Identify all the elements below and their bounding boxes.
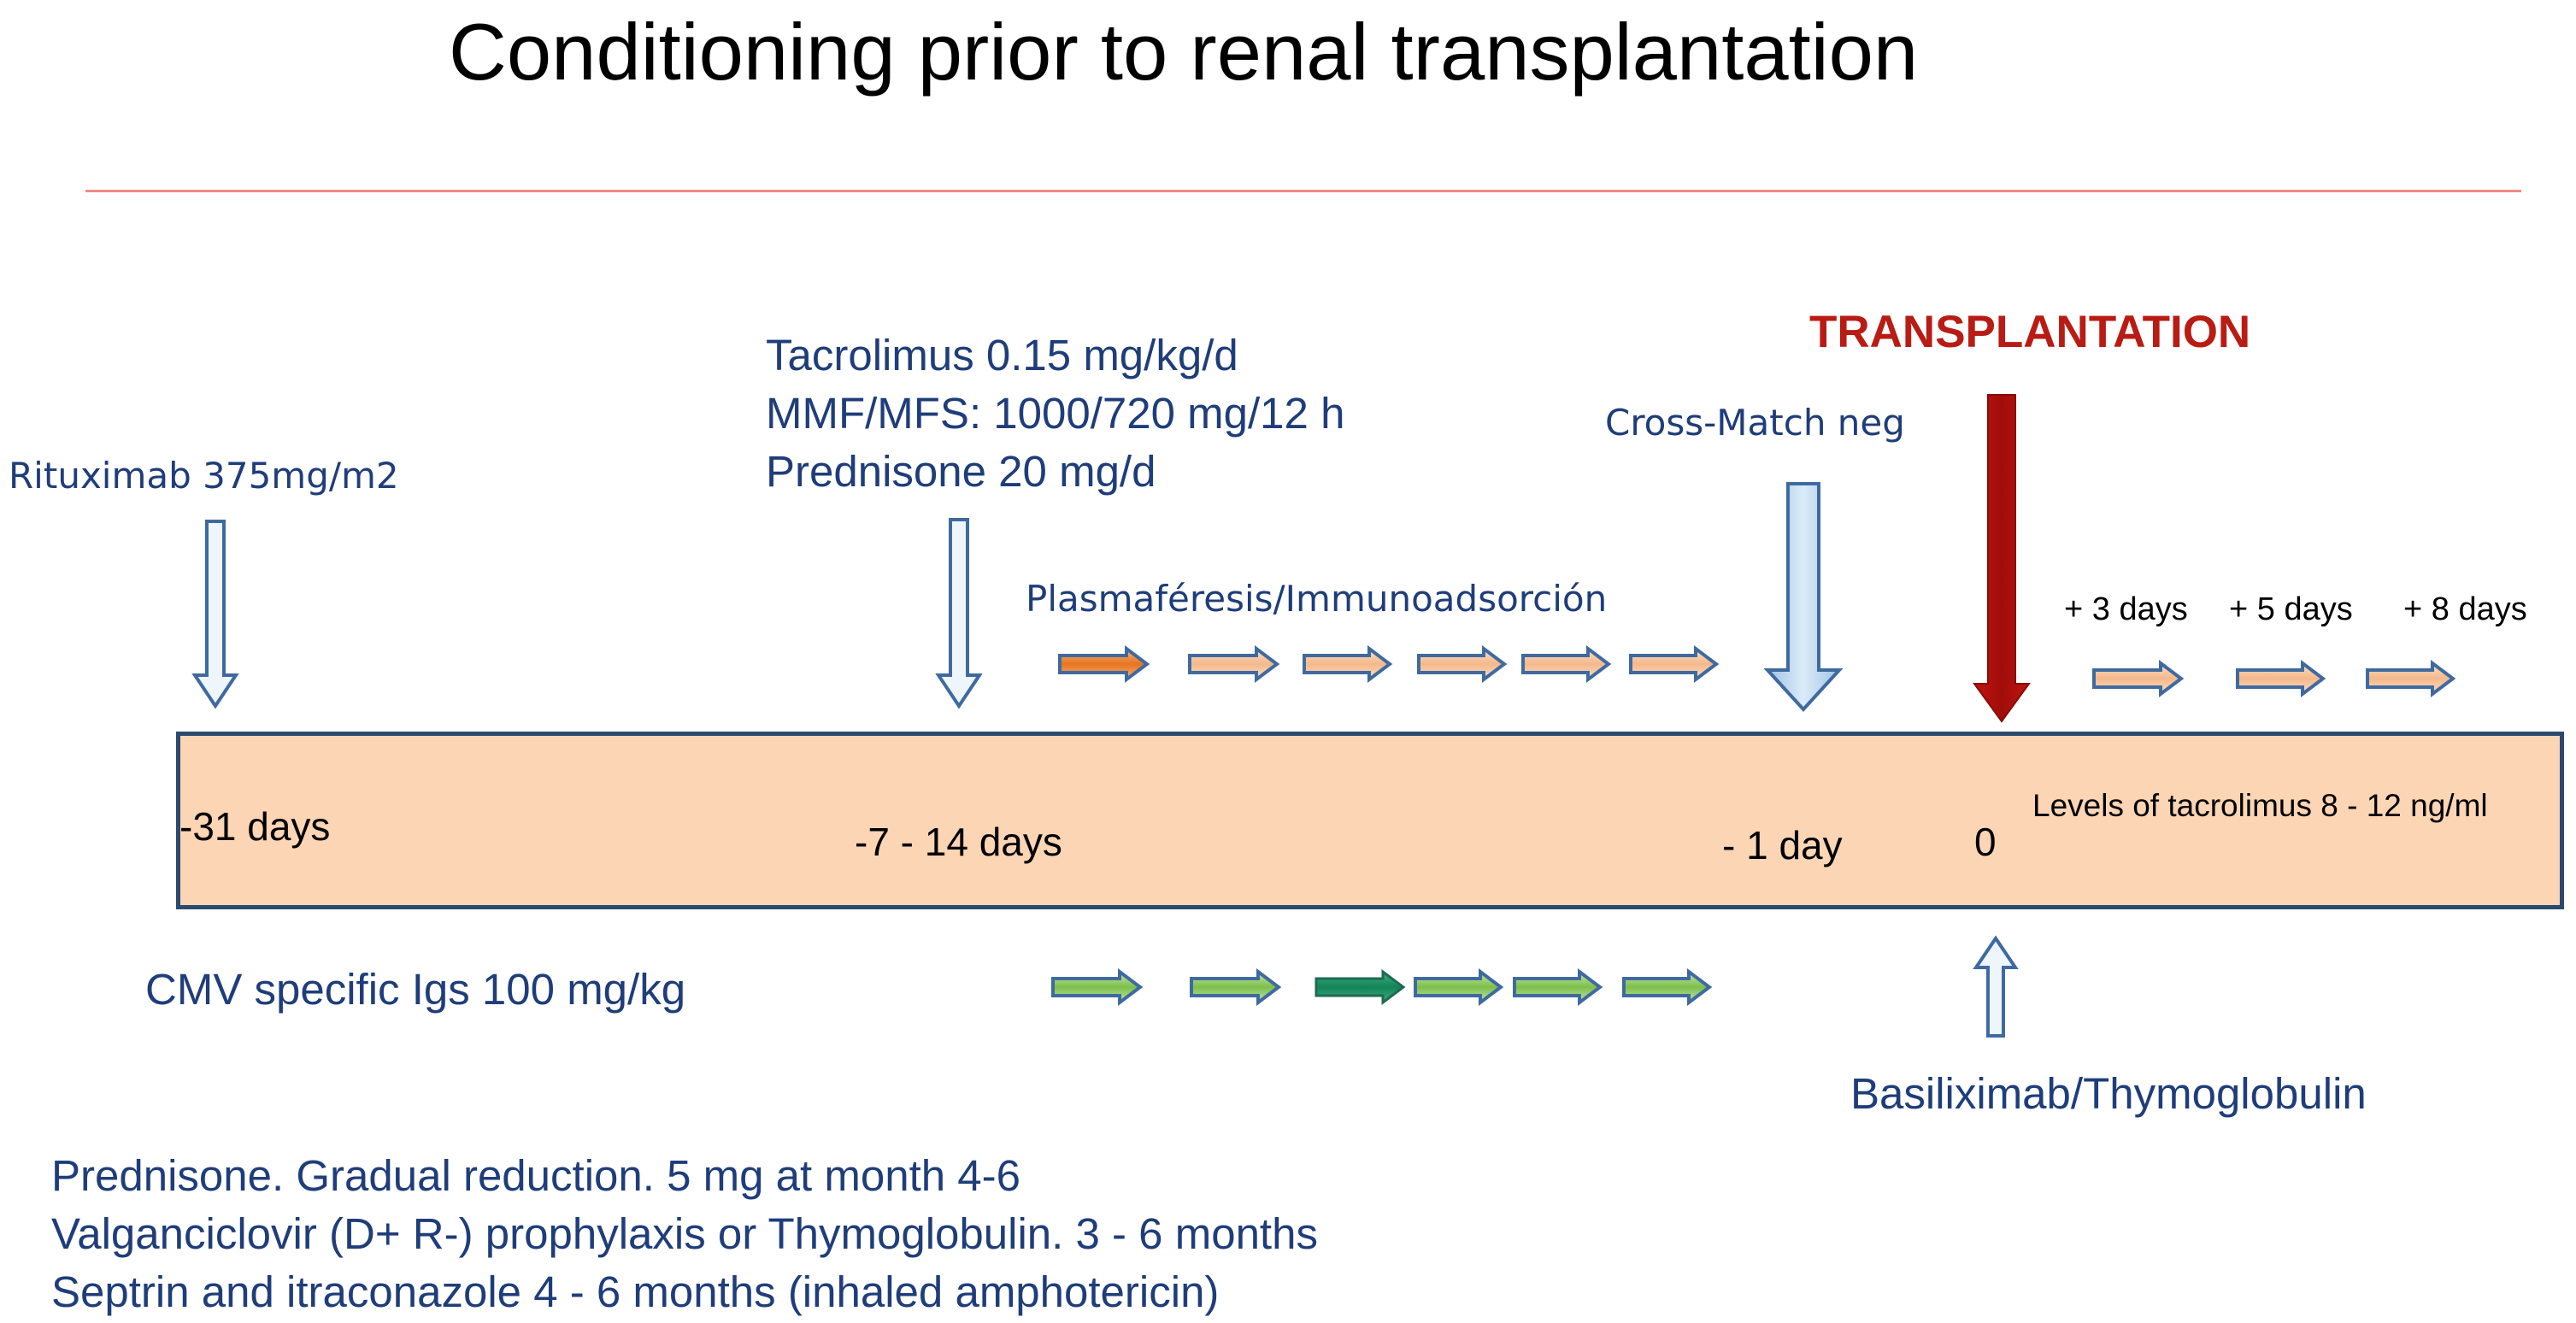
tacrolimus-down-arrow-icon	[935, 518, 983, 709]
transplantation-down-arrow-icon	[1973, 394, 2031, 723]
rituximab-label: Rituximab 375mg/m2	[9, 455, 399, 497]
page-title: Conditioning prior to renal transplantat…	[449, 7, 1919, 97]
basiliximab-up-arrow-icon	[1973, 935, 2019, 1038]
right-arrow-icon	[1521, 645, 1612, 683]
crossmatch-down-arrow-icon	[1763, 482, 1844, 712]
day-zero-label: 0	[1974, 820, 1997, 864]
right-arrow-icon	[1188, 645, 1280, 683]
right-arrow-icon	[1417, 645, 1508, 683]
mmf-line: MMF/MFS: 1000/720 mg/12 h	[766, 388, 1345, 438]
right-arrow-icon	[1622, 968, 1713, 1006]
post-day-5-label: + 5 days	[2229, 591, 2353, 627]
note-septrin: Septrin and itraconazole 4 - 6 months (i…	[51, 1267, 1220, 1316]
post-transplant-arrows	[2092, 660, 2456, 697]
notes-block: Prednisone. Gradual reduction. 5 mg at m…	[51, 1147, 1318, 1320]
timeline-bar	[176, 732, 2564, 909]
plasmapheresis-label: Plasmaféresis/Immunoadsorción	[1026, 578, 1608, 620]
crossmatch-label: Cross-Match neg	[1605, 402, 1905, 444]
transplantation-label: TRANSPLANTATION	[1809, 307, 2251, 357]
right-arrow-icon	[1629, 645, 1720, 683]
day-minus-7-14-label: -7 - 14 days	[855, 820, 1062, 864]
tacrolimus-line: Tacrolimus 0.15 mg/kg/d	[766, 331, 1238, 379]
right-arrow-icon	[1513, 968, 1603, 1006]
right-arrow-icon	[1051, 968, 1144, 1006]
right-arrow-icon	[1303, 645, 1393, 683]
right-arrow-icon	[1058, 645, 1150, 683]
right-arrow-icon	[1190, 968, 1282, 1006]
post-day-3-label: + 3 days	[2064, 591, 2188, 627]
right-arrow-icon	[1314, 969, 1406, 1005]
right-arrow-icon	[2236, 660, 2326, 697]
rituximab-down-arrow-icon	[191, 520, 239, 709]
prednisone-line: Prednisone 20 mg/d	[766, 446, 1156, 496]
right-arrow-icon	[2366, 660, 2456, 697]
cmv-label: CMV specific Igs 100 mg/kg	[145, 965, 686, 1014]
note-prednisone: Prednisone. Gradual reduction. 5 mg at m…	[51, 1151, 1020, 1200]
title-divider	[85, 190, 2521, 192]
basiliximab-label: Basiliximab/Thymoglobulin	[1850, 1069, 2367, 1118]
day-minus-1-label: - 1 day	[1722, 823, 1843, 867]
right-arrow-icon	[2092, 660, 2185, 697]
tacrolimus-levels-label: Levels of tacrolimus 8 - 12 ng/ml	[2032, 788, 2488, 823]
note-valganciclovir: Valganciclovir (D+ R-) prophylaxis or Th…	[51, 1208, 1318, 1258]
tacrolimus-block: Tacrolimus 0.15 mg/kg/d MMF/MFS: 1000/72…	[766, 326, 1344, 500]
cmv-arrows	[1051, 968, 1713, 1006]
right-arrow-icon	[1414, 968, 1504, 1006]
plasmapheresis-arrows	[1058, 645, 1720, 683]
day-minus-31-label: -31 days	[179, 804, 331, 849]
post-day-8-label: + 8 days	[2403, 591, 2527, 627]
